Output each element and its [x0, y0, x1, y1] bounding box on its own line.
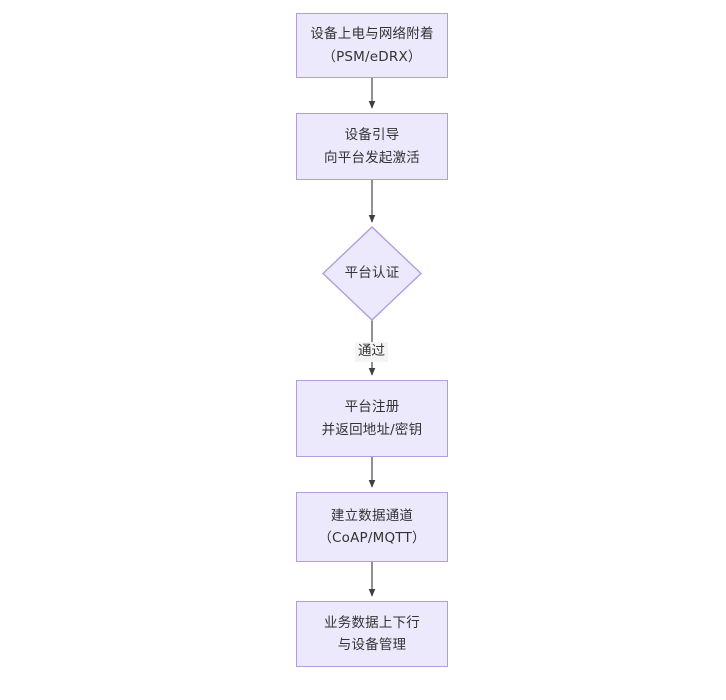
- node-power-on-line-2: （PSM/eDRX）: [322, 48, 422, 65]
- node-platform-register[interactable]: 平台注册 并返回地址/密钥: [296, 380, 448, 457]
- node-platform-auth-label: 平台认证: [344, 265, 400, 282]
- node-data-channel-line-1: 建立数据通道: [330, 507, 414, 524]
- node-business-data-line-2: 与设备管理: [337, 637, 407, 653]
- node-bootstrap-line-2: 向平台发起激活: [324, 149, 420, 166]
- node-business-data-line-1: 业务数据上下行: [324, 614, 420, 631]
- node-business-data[interactable]: 业务数据上下行 与设备管理: [296, 601, 448, 667]
- node-platform-register-line-2: 并返回地址/密钥: [321, 421, 423, 438]
- node-platform-auth[interactable]: 平台认证: [322, 226, 422, 321]
- node-bootstrap[interactable]: 设备引导 向平台发起激活: [296, 113, 448, 180]
- node-data-channel-line-2: （CoAP/MQTT）: [318, 530, 426, 546]
- node-data-channel[interactable]: 建立数据通道 （CoAP/MQTT）: [296, 492, 448, 562]
- node-bootstrap-line-1: 设备引导: [344, 127, 400, 144]
- diamond-shape-icon: [322, 226, 422, 321]
- edge-label-pass: 通过: [355, 342, 388, 362]
- node-power-on[interactable]: 设备上电与网络附着 （PSM/eDRX）: [296, 13, 448, 78]
- node-power-on-line-1: 设备上电与网络附着: [310, 26, 434, 43]
- node-platform-register-line-1: 平台注册: [344, 399, 400, 416]
